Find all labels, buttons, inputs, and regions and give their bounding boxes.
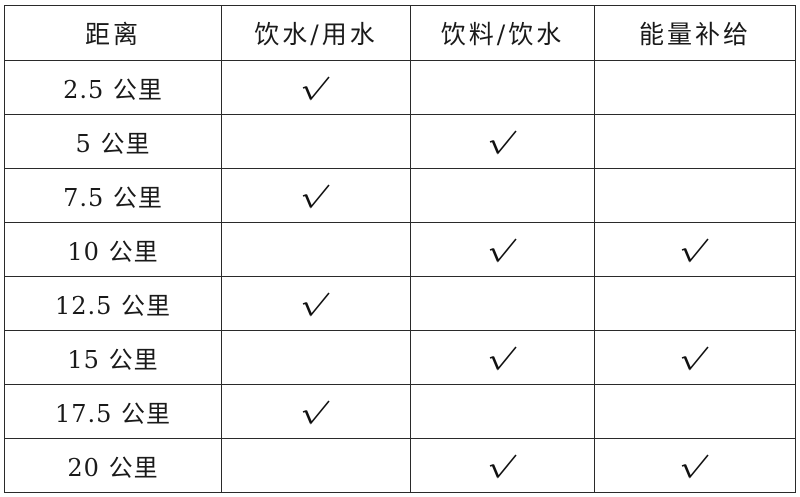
checkmark-icon <box>488 237 518 265</box>
energy-cell <box>594 276 796 331</box>
checkmark-icon <box>301 291 331 319</box>
energy-cell <box>594 222 796 277</box>
drink-cell <box>410 330 595 385</box>
header-distance: 距离 <box>4 5 222 61</box>
table-row: 10 公里 <box>4 222 796 277</box>
water-cell <box>221 222 411 277</box>
distance-cell: 7.5 公里 <box>4 168 222 223</box>
table-row: 2.5 公里 <box>4 60 796 115</box>
header-energy: 能量补给 <box>594 5 796 61</box>
distance-cell: 20 公里 <box>4 438 222 493</box>
table-row: 20 公里 <box>4 438 796 493</box>
energy-cell <box>594 384 796 439</box>
table-row: 5 公里 <box>4 114 796 169</box>
table-header-row: 距离 饮水/用水 饮料/饮水 能量补给 <box>4 5 796 61</box>
checkmark-icon <box>301 183 331 211</box>
table-row: 17.5 公里 <box>4 384 796 439</box>
water-cell <box>221 438 411 493</box>
water-cell <box>221 276 411 331</box>
energy-cell <box>594 114 796 169</box>
drink-cell <box>410 384 595 439</box>
checkmark-icon <box>488 345 518 373</box>
energy-cell <box>594 60 796 115</box>
header-water: 饮水/用水 <box>221 5 411 61</box>
distance-cell: 12.5 公里 <box>4 276 222 331</box>
table-row: 7.5 公里 <box>4 168 796 223</box>
distance-cell: 5 公里 <box>4 114 222 169</box>
drink-cell <box>410 168 595 223</box>
table-row: 12.5 公里 <box>4 276 796 331</box>
water-cell <box>221 330 411 385</box>
water-cell <box>221 114 411 169</box>
energy-cell <box>594 330 796 385</box>
distance-cell: 15 公里 <box>4 330 222 385</box>
checkmark-icon <box>680 453 710 481</box>
drink-cell <box>410 222 595 277</box>
energy-cell <box>594 438 796 493</box>
checkmark-icon <box>301 75 331 103</box>
energy-cell <box>594 168 796 223</box>
checkmark-icon <box>301 399 331 427</box>
checkmark-icon <box>488 453 518 481</box>
checkmark-icon <box>488 129 518 157</box>
drink-cell <box>410 276 595 331</box>
table-row: 15 公里 <box>4 330 796 385</box>
water-cell <box>221 60 411 115</box>
checkmark-icon <box>680 345 710 373</box>
water-cell <box>221 384 411 439</box>
distance-cell: 10 公里 <box>4 222 222 277</box>
distance-cell: 17.5 公里 <box>4 384 222 439</box>
distance-cell: 2.5 公里 <box>4 60 222 115</box>
water-cell <box>221 168 411 223</box>
drink-cell <box>410 60 595 115</box>
header-drink: 饮料/饮水 <box>410 5 595 61</box>
drink-cell <box>410 114 595 169</box>
drink-cell <box>410 438 595 493</box>
checkmark-icon <box>680 237 710 265</box>
